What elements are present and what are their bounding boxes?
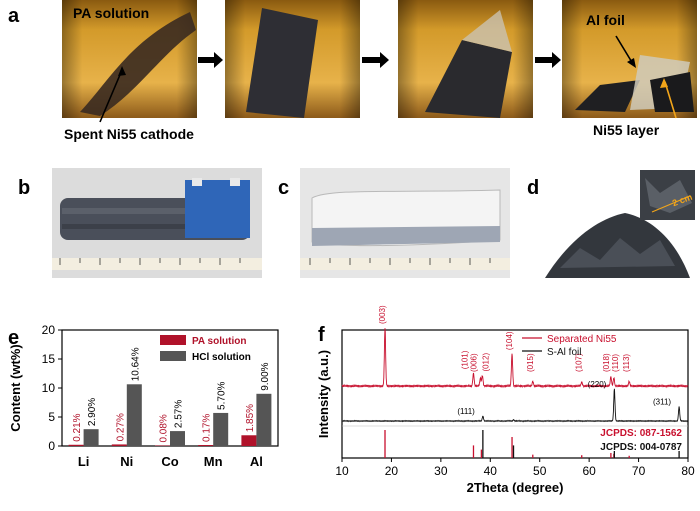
bar (126, 384, 142, 446)
panel-letter-b: b (18, 177, 31, 199)
x-tick-label: 20 (385, 464, 399, 478)
x-tick-label: Li (78, 454, 90, 469)
label-ni55-layer: Ni55 layer (593, 122, 660, 138)
chart-f-frame (341, 329, 689, 459)
beaker-photo-2 (225, 0, 360, 118)
y-tick-label: 20 (42, 323, 56, 337)
legend-label: HCl solution (192, 352, 251, 363)
label-al-foil: Al foil (586, 12, 625, 28)
photo-aluminium-foil-roll (300, 168, 510, 278)
x-tick-label: 80 (681, 464, 695, 478)
y-tick-label: 5 (48, 410, 55, 424)
photo-ni55-flakes-pile (542, 168, 695, 278)
data-label: 10.64% (130, 347, 141, 381)
label-spent-cathode: Spent Ni55 cathode (64, 126, 194, 142)
y-tick-label: 0 (48, 439, 55, 453)
panel-letter-a: a (8, 5, 20, 27)
x-tick-label: Co (161, 454, 178, 469)
x-tick-label: 50 (533, 464, 547, 478)
data-label: 5.70% (217, 381, 228, 409)
bar (256, 393, 272, 446)
data-label: 0.27% (115, 413, 126, 441)
reference-label: JCPDS: 087-1562 (600, 428, 682, 439)
peak-label: (110) (611, 354, 620, 372)
y-axis-label: Content (wt%) (8, 344, 23, 431)
legend-label: Separated Ni55 (547, 334, 617, 345)
bar (111, 444, 127, 446)
y-tick-label: 15 (42, 352, 56, 366)
x-tick-label: 70 (632, 464, 646, 478)
peak-label: (104) (505, 331, 514, 350)
x-tick-label: 40 (484, 464, 498, 478)
process-arrows (198, 52, 561, 68)
data-label: 0.08% (159, 414, 170, 442)
panel-letter-e: e (8, 327, 20, 349)
x-tick-label: 60 (582, 464, 596, 478)
peak-label: (111) (457, 407, 475, 416)
bar (241, 435, 257, 446)
line-s-al-foil (341, 388, 689, 423)
peak-label: (107) (575, 353, 584, 372)
bar (68, 444, 84, 446)
legend-swatch (160, 351, 186, 361)
panel-letter-c: c (278, 177, 290, 199)
peak-label: (012) (481, 353, 490, 372)
beaker-photo-4 (562, 0, 697, 118)
x-tick-label: Mn (204, 454, 223, 469)
peak-label: (220) (588, 380, 607, 389)
data-label: 9.00% (260, 362, 271, 390)
y-axis-label: Intensity (a.u.) (316, 350, 331, 438)
peak-label: (101) (460, 350, 469, 369)
label-pa-solution: PA solution (73, 5, 150, 21)
data-label: 0.17% (202, 414, 213, 442)
data-label: 2.90% (87, 398, 98, 426)
bar (170, 431, 185, 446)
bar (198, 445, 214, 446)
x-axis-label: 2Theta (degree) (467, 480, 564, 495)
bar (83, 429, 99, 446)
beaker-photo-3 (398, 0, 533, 118)
data-label: 2.57% (174, 400, 185, 428)
x-tick-label: Al (250, 454, 263, 469)
line-separated-ni55 (341, 328, 689, 389)
data-label: 1.85% (245, 404, 256, 432)
peak-label: (113) (622, 354, 631, 372)
beaker-photo-1 (62, 0, 197, 118)
peak-label: (311) (653, 398, 671, 407)
peak-label: (018) (602, 353, 611, 372)
chart-f-xrd: 10 20 30 40 50 60 70 80 2Theta (degree) Intensity… (316, 305, 695, 495)
panel-letter-d: d (527, 177, 540, 199)
panel-a-photos (62, 0, 697, 123)
legend-label: PA solution (192, 336, 246, 347)
y-tick-label: 10 (42, 381, 56, 395)
x-tick-label: 30 (434, 464, 448, 478)
photo-battery-and-cathode-roll (52, 168, 262, 278)
x-tick-label: 10 (335, 464, 349, 478)
panel-bcd-photos (52, 168, 695, 278)
legend-label: S-Al foil (547, 347, 581, 358)
peak-label: (006) (469, 353, 478, 372)
peak-label: (003) (378, 305, 387, 324)
legend-swatch (160, 335, 186, 345)
peak-label: (015) (526, 353, 535, 372)
reference-label: JCPDS: 004-0787 (600, 442, 682, 453)
bar (213, 412, 229, 446)
x-tick-label: Ni (120, 454, 133, 469)
panel-letter-f: f (318, 324, 325, 346)
data-label: 0.21% (72, 413, 83, 441)
